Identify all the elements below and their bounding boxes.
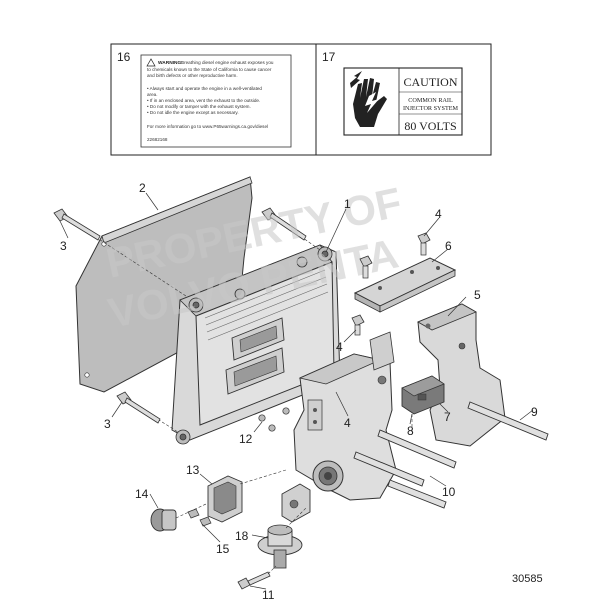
ecu-control-unit: [171, 244, 341, 445]
warning-line-3: and birth defects or other reproductive …: [147, 73, 238, 78]
caution-label: CAUTION COMMON RAIL INJECTOR SYSTEM 80 V…: [343, 67, 463, 136]
figure-number: 30585: [512, 573, 543, 585]
sensor-18: [257, 507, 307, 569]
bolt-11: [237, 565, 277, 590]
caution-title: CAUTION: [404, 75, 458, 89]
warning-line-1: Breathing diesel engine exhaust exposes …: [181, 60, 274, 65]
small-bracket-plate: [353, 257, 457, 313]
relay-unit: [401, 375, 445, 432]
warning-line-2: to chemicals known to the State of Calif…: [147, 67, 272, 72]
caution-common-rail: COMMON RAIL: [408, 97, 453, 104]
callout-15: 15: [216, 542, 230, 556]
warning-label: WARNING: Breathing diesel engine exhaust…: [140, 54, 292, 148]
box16-number: 16: [117, 50, 131, 64]
callout-numbers: 1 2 3 3 4 4 4 5 6 7 8 9 10 11 12 13 14 1…: [60, 181, 538, 600]
heat-shield-plate: [75, 176, 253, 393]
callout-10: 10: [442, 485, 456, 499]
leader-lines: [59, 192, 534, 590]
bolt-4-middle: [351, 314, 365, 336]
long-stud-10: [353, 451, 425, 487]
callout-3-upper: 3: [60, 239, 67, 253]
labels-panel: 16 WARNING: Breathing diesel engine exha…: [110, 43, 492, 156]
callout-5: 5: [474, 288, 481, 302]
bolt-4-top: [417, 232, 431, 256]
warning-title: WARNING:: [158, 60, 183, 66]
warning-line-9: For more information go to www.P65warnin…: [147, 124, 268, 129]
mounting-bolt-upper-right: [261, 207, 321, 251]
right-mounting-bracket: [417, 303, 506, 447]
warning-line-6: • If in an enclosed area, vent the exhau…: [147, 98, 260, 103]
small-screws-12: [258, 407, 290, 432]
callout-6: 6: [445, 239, 452, 253]
caution-voltage: 80 VOLTS: [404, 119, 456, 133]
callout-18: 18: [235, 529, 249, 543]
callout-2: 2: [139, 181, 146, 195]
callout-13: 13: [186, 463, 200, 477]
long-stud-lower: [387, 479, 447, 509]
mounting-bolt-lower: [116, 391, 179, 433]
electric-shock-hand-icon: [350, 71, 387, 127]
callout-3-lower: 3: [104, 417, 111, 431]
foot-bracket: [281, 483, 311, 523]
warning-part-number: 22682168: [147, 137, 168, 142]
warning-triangle-icon: [146, 58, 156, 67]
caution-injector-system: INJECTOR SYSTEM: [403, 105, 459, 112]
connector-13: [207, 469, 287, 523]
callout-4-lower: 4: [344, 416, 351, 430]
warning-line-8: • Do not idle the engine except as neces…: [147, 110, 239, 115]
warning-line-7: • Do not modify or tamper with the exhau…: [147, 104, 251, 109]
mounting-bolt-upper-left: [53, 208, 187, 297]
callout-14: 14: [135, 487, 149, 501]
callout-7: 7: [444, 410, 451, 424]
callout-11: 11: [262, 588, 275, 600]
grommet-14: [150, 503, 207, 532]
callout-8: 8: [407, 424, 414, 438]
callout-9: 9: [531, 405, 538, 419]
screws-15: [187, 508, 212, 527]
ecu-connector-lower: [225, 347, 285, 395]
warning-line-5: area.: [147, 92, 157, 97]
callout-12: 12: [239, 432, 253, 446]
callout-1: 1: [344, 197, 351, 211]
box17-number: 17: [322, 50, 336, 64]
ecu-connector-upper: [231, 317, 285, 361]
callout-4-middle: 4: [336, 340, 343, 354]
warning-line-4: • Always start and operate the engine in…: [147, 86, 262, 91]
callout-4-top: 4: [435, 207, 442, 221]
long-stud-8: [377, 429, 457, 469]
long-stud-9: [467, 401, 549, 441]
bolt-4-left: [359, 255, 373, 279]
